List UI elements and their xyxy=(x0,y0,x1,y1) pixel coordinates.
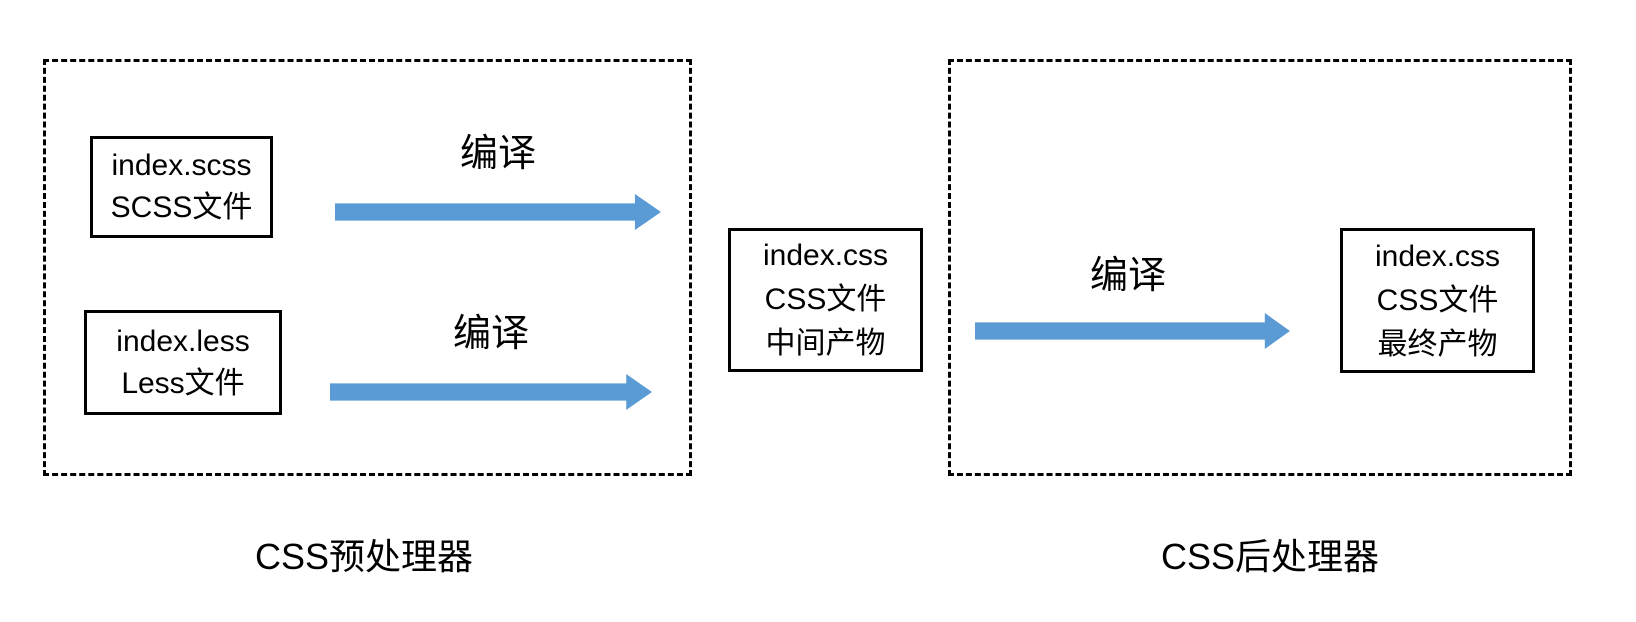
postprocessor-caption: CSS后处理器 xyxy=(1160,536,1380,577)
final-css-node: index.css CSS文件 最终产物 xyxy=(1340,228,1535,373)
less-file-node: index.less Less文件 xyxy=(84,310,282,415)
intermediate-role: 中间产物 xyxy=(765,327,886,360)
postprocess-compile-label: 编译 xyxy=(1089,255,1166,297)
less-compile-label: 编译 xyxy=(452,313,529,355)
intermediate-filename: index.css xyxy=(762,239,889,272)
preprocessor-caption: CSS预处理器 xyxy=(254,536,474,577)
final-role: 最终产物 xyxy=(1377,327,1498,361)
scss-compile-label: 编译 xyxy=(459,133,536,175)
scss-filename: index.scss xyxy=(111,149,252,182)
intermediate-css-node: index.css CSS文件 中间产物 xyxy=(728,228,923,372)
less-filename: index.less xyxy=(116,324,250,358)
less-filetype: Less文件 xyxy=(121,366,245,400)
intermediate-filetype: CSS文件 xyxy=(764,283,887,316)
preprocessor-group-box xyxy=(43,59,692,476)
postprocessor-group-box xyxy=(948,59,1572,476)
final-filetype: CSS文件 xyxy=(1376,283,1499,317)
final-filename: index.css xyxy=(1374,239,1501,273)
scss-filetype: SCSS文件 xyxy=(110,191,253,224)
scss-file-node: index.scss SCSS文件 xyxy=(90,136,273,238)
